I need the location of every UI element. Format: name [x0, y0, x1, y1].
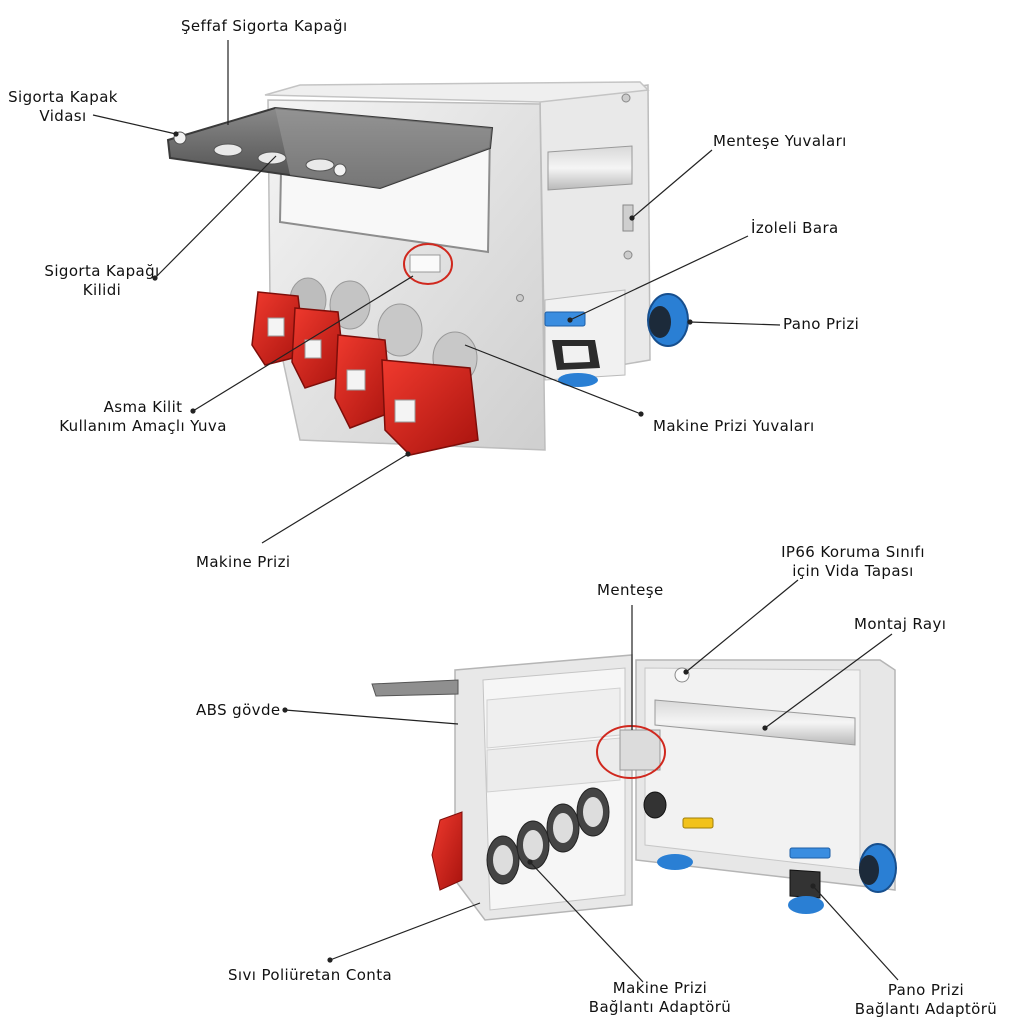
blue-panel-socket — [647, 293, 689, 347]
label-line: Makine Prizi — [612, 979, 708, 997]
transparent-fuse-cover — [166, 106, 494, 190]
adapter-inner — [562, 346, 590, 363]
blue-socket-bottom — [788, 896, 824, 914]
blue-socket-bottom — [657, 854, 693, 870]
leader-asma-kilit — [192, 275, 414, 412]
panel-adapter — [789, 869, 821, 899]
label-line: Vidası — [39, 107, 87, 125]
leader-conta — [329, 902, 481, 961]
panel-adapter — [643, 791, 667, 819]
highlight-circle-hinge — [596, 725, 666, 779]
label-ip66: IP66 Koruma Sınıfı için Vida Tapası — [768, 543, 938, 581]
label-pano-prizi-baglanti: Pano Prizi Bağlantı Adaptörü — [836, 981, 1016, 1019]
red-plug — [251, 291, 306, 366]
leader-ip66 — [685, 579, 799, 673]
blue-busbar — [789, 847, 831, 859]
leader-makine-prizi — [261, 453, 409, 544]
red-machine-plugs — [251, 291, 479, 456]
red-plug — [381, 359, 479, 456]
label-line: Bağlantı Adaptörü — [854, 1000, 998, 1018]
socket-hole — [377, 303, 423, 357]
label-izoleli-bara: İzoleli Bara — [751, 219, 839, 237]
leader-izoleli-bara — [569, 235, 749, 321]
leader-pano-prizi-adaptor — [812, 885, 899, 981]
label-pano-prizi: Pano Prizi — [783, 315, 860, 333]
label-seffaf-sigorta-kapagi: Şeffaf Sigorta Kapağı — [181, 17, 348, 35]
label-sigorta-kapagi-kilidi: Sigorta Kapağı Kilidi — [32, 262, 172, 300]
box-interior — [644, 667, 861, 871]
blue-socket-bottom — [558, 373, 598, 387]
yellow-busbar — [682, 817, 714, 829]
leader-kapak-kilidi — [154, 155, 277, 279]
leader-makine-prizi-adaptor — [529, 861, 644, 983]
red-plug — [291, 307, 346, 389]
screw-hole — [516, 294, 524, 302]
label-mentese: Menteşe — [597, 581, 664, 599]
label-line: Kullanım Amaçlı Yuva — [59, 417, 227, 435]
side-red-plug — [431, 811, 463, 891]
screw-hole — [623, 250, 633, 260]
red-plug — [334, 334, 393, 429]
insulated-busbar — [544, 311, 586, 327]
label-line: Asma Kilit — [103, 398, 183, 416]
label-line: Sigorta Kapağı — [44, 262, 160, 280]
leader-abs-govde — [284, 709, 459, 725]
label-line: Pano Prizi — [887, 981, 965, 999]
leader-pano-prizi — [689, 321, 781, 326]
fuse-lid — [371, 679, 459, 697]
label-line: IP66 Koruma Sınıfı — [781, 543, 925, 561]
leader-makine-prizi-yuvalari — [464, 344, 642, 415]
leader-montaj-rayi — [764, 633, 893, 729]
side-rail — [547, 145, 633, 191]
label-sivi-poliuretan-conta: Sıvı Poliüretan Conta — [228, 966, 393, 984]
leader-mentese-yuvalari — [631, 149, 713, 219]
screw-hole — [621, 93, 631, 103]
highlight-circle-padlock — [403, 243, 453, 285]
label-line: için Vida Tapası — [792, 562, 914, 580]
leader-kapak-vidasi — [92, 114, 177, 135]
leader-lines — [92, 40, 899, 983]
label-line: Sigorta Kapak — [8, 88, 118, 106]
label-line: Kilidi — [82, 281, 122, 299]
din-rail — [654, 699, 856, 746]
enclosure-top-rim — [264, 81, 650, 103]
label-line: Bağlantı Adaptörü — [588, 998, 732, 1016]
label-montaj-rayi: Montaj Rayı — [854, 615, 947, 633]
padlock-slot — [409, 254, 441, 273]
label-makine-prizi-baglanti: Makine Prizi Bağlantı Adaptörü — [580, 979, 740, 1017]
label-asma-kilit: Asma Kilit Kullanım Amaçlı Yuva — [48, 398, 238, 436]
label-mentese-yuvalari: Menteşe Yuvaları — [713, 132, 847, 150]
label-abs-govde: ABS gövde — [196, 701, 281, 719]
socket-hole — [329, 280, 371, 330]
label-makine-prizi: Makine Prizi — [196, 553, 291, 571]
hinge — [619, 729, 661, 771]
label-makine-prizi-yuvalari: Makine Prizi Yuvaları — [653, 417, 815, 435]
bottom-enclosure-open — [371, 654, 897, 921]
label-sigorta-kapak-vidasi: Sigorta Kapak Vidası — [4, 88, 122, 126]
